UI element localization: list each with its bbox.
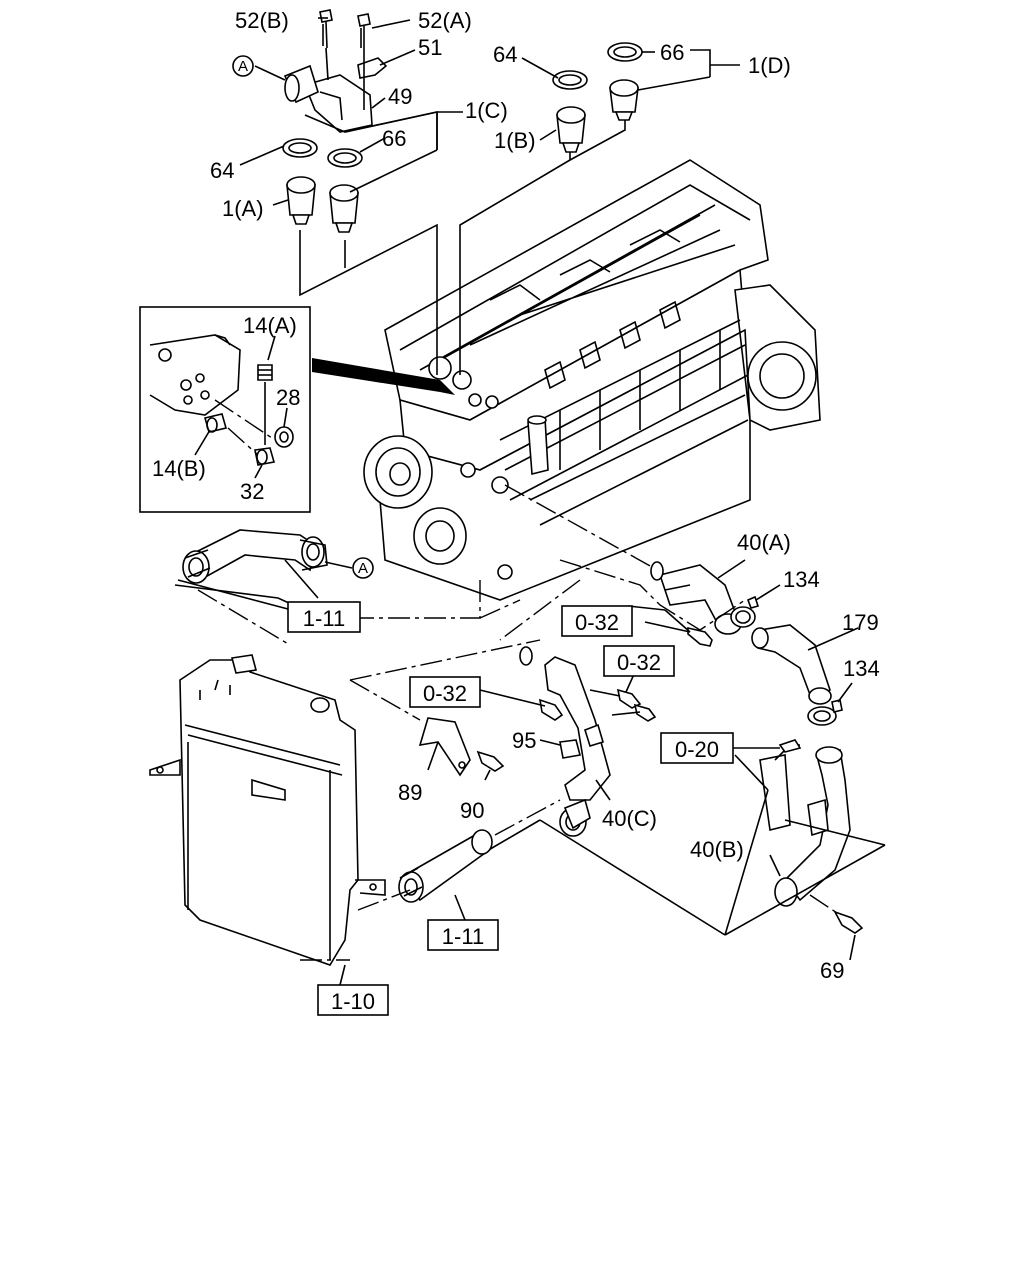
gasket-66-left xyxy=(327,148,363,168)
clamp-134-bottom xyxy=(807,706,837,726)
thermostat-1d xyxy=(609,79,639,121)
callout-1b: 1(B) xyxy=(494,128,536,153)
callout-14a: 14(A) xyxy=(243,313,297,338)
ref-box-1-11-top: 1-11 xyxy=(287,601,361,633)
callout-28: 28 xyxy=(276,385,300,410)
svg-text:0-20: 0-20 xyxy=(675,737,719,762)
callout-134-bottom: 134 xyxy=(843,656,880,681)
gasket-64-top xyxy=(552,70,588,90)
callout-51: 51 xyxy=(418,35,442,60)
bolt-90 xyxy=(476,750,505,772)
engine-block xyxy=(363,159,821,601)
callout-32: 32 xyxy=(240,479,264,504)
water-outlet-40a xyxy=(650,561,742,635)
ref-box-0-32-a: 0-32 xyxy=(561,605,633,637)
circle-a-top xyxy=(232,55,254,77)
callout-circle-a-top: A xyxy=(238,58,248,75)
hose-upper xyxy=(182,529,328,584)
gasket-64-left xyxy=(282,138,318,158)
callout-69: 69 xyxy=(820,958,844,983)
ref-box-0-32-b: 0-32 xyxy=(409,676,481,708)
bracket-51 xyxy=(357,57,388,79)
svg-text:0-32: 0-32 xyxy=(575,610,619,635)
callout-66-left: 66 xyxy=(382,126,406,151)
callout-64-top: 64 xyxy=(493,42,517,67)
bolt-032-a xyxy=(687,626,713,647)
callout-64-left: 64 xyxy=(210,158,234,183)
ref-box-1-10: 1-10 xyxy=(317,984,389,1016)
bolt-69 xyxy=(833,910,864,934)
ref-box-0-20: 0-20 xyxy=(660,732,734,764)
stud-95 xyxy=(559,739,581,759)
callout-66-top: 66 xyxy=(660,40,684,65)
callout-49: 49 xyxy=(388,84,412,109)
callout-95: 95 xyxy=(512,728,536,753)
clamp-134-top xyxy=(730,606,756,628)
callout-40c: 40(C) xyxy=(602,806,657,831)
bracket-89 xyxy=(418,717,471,777)
callout-52b: 52(B) xyxy=(235,8,289,33)
thermostat-1b xyxy=(556,106,586,153)
callout-179: 179 xyxy=(842,610,879,635)
callout-40a: 40(A) xyxy=(737,530,791,555)
hose-lower xyxy=(398,829,494,903)
bolt-52b xyxy=(319,9,333,49)
callout-134-top: 134 xyxy=(783,567,820,592)
detail-inset xyxy=(139,306,311,513)
callout-89: 89 xyxy=(398,780,422,805)
thermostat-1c xyxy=(329,184,359,233)
circle-a-hose xyxy=(352,557,374,579)
svg-text:1-11: 1-11 xyxy=(303,606,345,631)
water-pipe-40b xyxy=(774,746,851,907)
svg-text:0-32: 0-32 xyxy=(617,650,661,675)
ref-box-1-11-bottom: 1-11 xyxy=(427,919,499,951)
thermostat-housing xyxy=(283,64,373,133)
thermostat-1a xyxy=(286,176,316,225)
callout-1a: 1(A) xyxy=(222,196,264,221)
callout-14b: 14(B) xyxy=(152,456,206,481)
bolt-52a xyxy=(357,13,371,50)
svg-text:1-11: 1-11 xyxy=(442,924,484,949)
pointer-arrow xyxy=(312,358,455,395)
callout-1d: 1(D) xyxy=(748,53,791,78)
gasket-66-top xyxy=(607,42,643,62)
callout-90: 90 xyxy=(460,798,484,823)
bracket-020 xyxy=(759,754,791,831)
callout-40b: 40(B) xyxy=(690,837,744,862)
o-ring-40c xyxy=(519,646,533,666)
bolt-032-b xyxy=(538,698,564,721)
radiator xyxy=(149,654,386,966)
svg-text:0-32: 0-32 xyxy=(423,681,467,706)
ref-box-0-32-c: 0-32 xyxy=(603,645,675,677)
svg-text:1-10: 1-10 xyxy=(331,989,375,1014)
callout-52a: 52(A) xyxy=(418,8,472,33)
o-ring-40a xyxy=(650,561,664,581)
hose-179 xyxy=(751,624,832,705)
callout-circle-a-hose: A xyxy=(358,560,368,577)
callout-1c: 1(C) xyxy=(465,98,508,123)
water-pipe-40c xyxy=(544,656,611,837)
